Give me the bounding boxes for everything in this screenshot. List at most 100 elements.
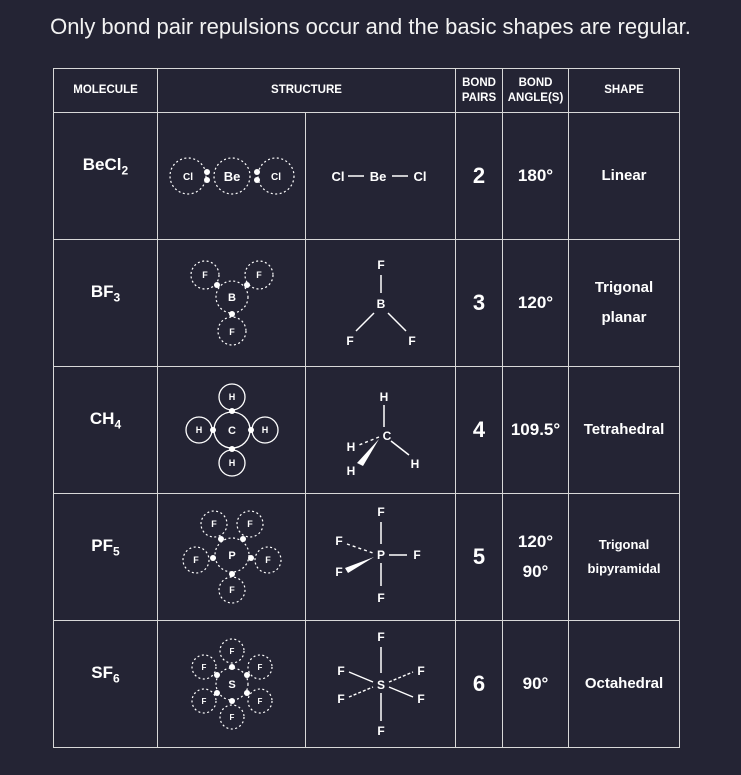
table-row: PF5 P F F F F F F P F	[53, 493, 680, 621]
svg-text:H: H	[379, 390, 388, 404]
ch4-lewis-diagram: C H H H H	[184, 383, 279, 477]
table-row: SF6 S F F F F F F	[53, 620, 680, 748]
bond-angle-cell: 109.5°	[502, 366, 569, 494]
molecule-cell: BeCl2	[53, 112, 158, 240]
svg-text:P: P	[376, 548, 384, 562]
svg-text:F: F	[265, 555, 271, 565]
molecule-formula: PF5	[91, 535, 120, 559]
structure-cell: F P F F F F	[305, 493, 456, 621]
svg-text:F: F	[417, 692, 424, 706]
svg-text:F: F	[256, 270, 262, 280]
structure-cell: H C H H H	[305, 366, 456, 494]
svg-text:B: B	[228, 292, 236, 304]
table-row: CH4 C H H H H H C H H	[53, 366, 680, 494]
svg-text:F: F	[377, 630, 384, 644]
bond-angle-cell: 120°	[502, 239, 569, 367]
svg-text:F: F	[229, 585, 235, 595]
svg-text:P: P	[228, 550, 235, 562]
svg-text:Cl: Cl	[331, 169, 344, 184]
ch4-structure: H C H H H	[346, 390, 419, 478]
pf5-lewis-diagram: P F F F F F	[181, 509, 282, 604]
svg-text:F: F	[211, 519, 217, 529]
svg-text:F: F	[335, 565, 342, 579]
header-molecule: MOLECULE	[53, 68, 158, 113]
molecule-cell: BF3	[53, 239, 158, 367]
lewis-diagram-cell: P F F F F F	[157, 493, 306, 621]
svg-text:H: H	[410, 457, 419, 471]
becl2-lewis-diagram: Cl Be Cl	[168, 157, 295, 195]
svg-text:B: B	[376, 297, 385, 311]
structure-cell: F B F F	[305, 239, 456, 367]
bond-pairs-cell: 4	[455, 366, 503, 494]
svg-text:F: F	[229, 327, 235, 337]
molecule-formula: CH4	[89, 408, 122, 432]
central-atom-label: Be	[223, 169, 240, 184]
svg-text:H: H	[228, 458, 235, 468]
svg-text:F: F	[193, 555, 199, 565]
bond-pairs-cell: 3	[455, 239, 503, 367]
svg-text:F: F	[337, 692, 344, 706]
bond-angle-cell: 120°90°	[502, 493, 569, 621]
shape-cell: Linear	[568, 112, 680, 240]
svg-text:H: H	[228, 392, 235, 402]
structure-cell: Cl Be Cl	[305, 112, 456, 240]
molecule-cell: SF6	[53, 620, 158, 748]
svg-text:F: F	[257, 697, 262, 706]
bond-angle-cell: 90°	[502, 620, 569, 748]
svg-text:F: F	[247, 519, 253, 529]
svg-text:C: C	[382, 429, 391, 443]
molecule-formula: BF3	[90, 281, 121, 305]
shape-cell: Tetrahedral	[568, 366, 680, 494]
lewis-diagram-cell: Cl Be Cl	[157, 112, 306, 240]
structure-cell: F S F F F F F	[305, 620, 456, 748]
lewis-diagram-cell: B F F F	[157, 239, 306, 367]
bf3-lewis-diagram: B F F F	[189, 260, 274, 346]
molecule-formula: SF6	[91, 662, 120, 686]
bond-angle-cell: 180°	[502, 112, 569, 240]
svg-text:C: C	[228, 425, 236, 437]
svg-text:F: F	[408, 334, 415, 348]
svg-text:F: F	[335, 534, 342, 548]
svg-text:H: H	[261, 425, 268, 435]
svg-text:H: H	[195, 425, 202, 435]
bf3-structure: F B F F	[346, 258, 415, 348]
svg-text:H: H	[346, 440, 355, 454]
svg-text:F: F	[377, 724, 384, 738]
svg-text:F: F	[346, 334, 353, 348]
header-shape: SHAPE	[568, 68, 680, 113]
svg-text:F: F	[413, 548, 420, 562]
svg-text:F: F	[202, 270, 208, 280]
page-heading: Only bond pair repulsions occur and the …	[50, 14, 691, 39]
svg-text:F: F	[229, 647, 234, 656]
shape-cell: Octahedral	[568, 620, 680, 748]
svg-text:F: F	[377, 591, 384, 605]
bond-pairs-cell: 2	[455, 112, 503, 240]
svg-text:F: F	[337, 664, 344, 678]
svg-text:Cl: Cl	[413, 169, 426, 184]
table-row: BF3 B F F F F B F F	[53, 239, 680, 367]
header-structure: STRUCTURE	[157, 68, 456, 113]
molecule-formula: BeCl2	[82, 154, 129, 178]
molecule-cell: PF5	[53, 493, 158, 621]
sf6-lewis-diagram: S F F F F F F	[190, 637, 273, 730]
lewis-diagram-cell: S F F F F F F	[157, 620, 306, 748]
sf6-structure: F S F F F F F	[337, 630, 424, 738]
ligand-label: Cl	[183, 172, 193, 183]
molecule-cell: CH4	[53, 366, 158, 494]
lewis-diagram-cell: C H H H H	[157, 366, 306, 494]
svg-text:F: F	[417, 664, 424, 678]
becl2-structure: Cl Be Cl	[331, 169, 426, 184]
svg-text:F: F	[377, 258, 384, 272]
svg-text:S: S	[376, 678, 384, 692]
pf5-structure: F P F F F F	[335, 505, 420, 605]
ligand-label: Cl	[271, 172, 281, 183]
bond-pairs-cell: 6	[455, 620, 503, 748]
svg-text:F: F	[257, 663, 262, 672]
svg-text:F: F	[377, 505, 384, 519]
